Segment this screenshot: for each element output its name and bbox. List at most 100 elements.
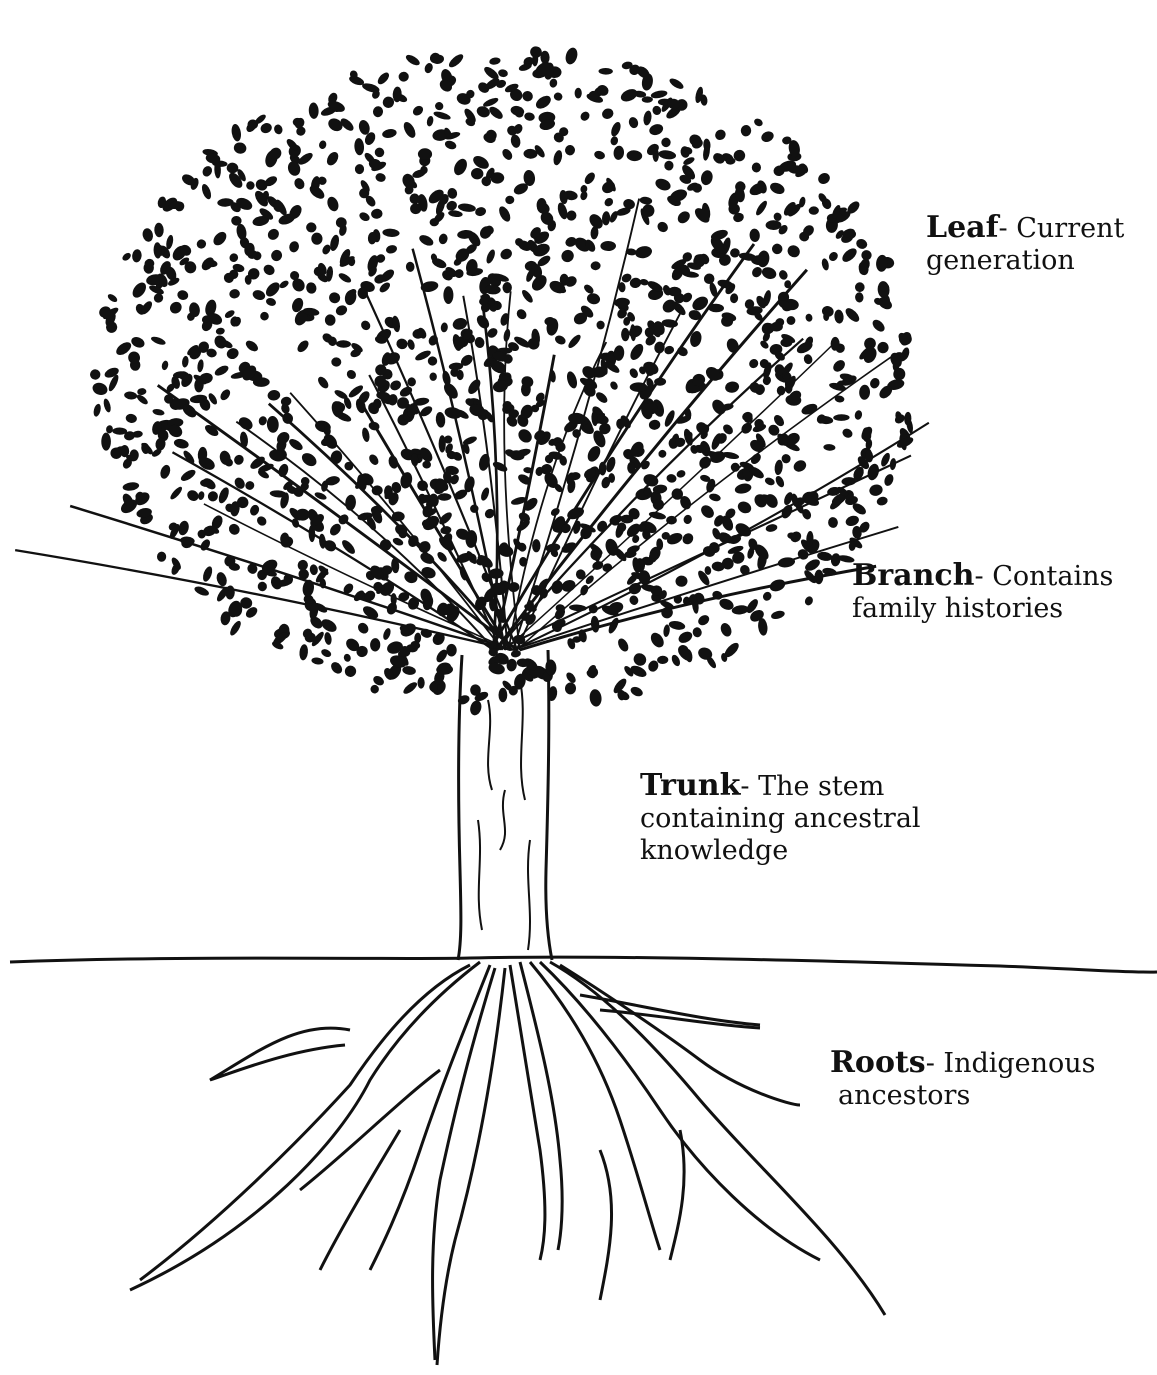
leaf-blob	[648, 510, 666, 520]
leaf-blob	[232, 453, 245, 467]
leaf-blob	[610, 135, 620, 146]
leaf-blob	[176, 289, 189, 301]
leaf-blob	[161, 360, 169, 371]
leaf-blob	[439, 435, 446, 452]
leaf-blob	[255, 514, 268, 527]
foliage	[88, 44, 915, 717]
leaf-blob	[266, 416, 279, 434]
leaf-blob	[354, 138, 365, 156]
leaf-blob	[324, 632, 333, 646]
leaf-blob	[260, 312, 269, 321]
leaf-blob	[457, 202, 476, 212]
leaf-blob	[729, 247, 740, 258]
leaf-blob	[629, 685, 644, 698]
leaf-blob	[702, 271, 717, 286]
leaf-blob	[92, 403, 102, 417]
leaf-blob	[855, 292, 864, 303]
leaf-blob	[834, 309, 845, 324]
leaf-blob	[448, 210, 463, 218]
leaf-blob	[648, 419, 661, 430]
leaf-blob	[169, 485, 184, 501]
leaf-blob	[631, 651, 649, 669]
leaf-blob	[609, 121, 622, 138]
leaf-desc-line1: - Current	[999, 213, 1125, 244]
leaf-blob	[520, 89, 535, 103]
leaf-blob	[228, 619, 243, 637]
branch-desc-line2: family histories	[852, 593, 1063, 624]
branch-desc-line1: - Contains	[975, 561, 1114, 592]
leaf-blob	[125, 413, 138, 424]
leaf-blob	[713, 127, 728, 142]
leaf-blob	[736, 499, 753, 515]
leaf-blob	[564, 235, 578, 248]
leaf-blob	[579, 110, 592, 123]
branch-term: Branch	[852, 558, 975, 593]
leaf-blob	[173, 438, 190, 450]
trunk-desc-line3: knowledge	[640, 835, 788, 866]
leaf-blob	[497, 205, 513, 224]
leaf-blob	[373, 146, 386, 159]
leaf-blob	[181, 356, 189, 368]
leaf-blob	[411, 104, 425, 118]
leaf-blob	[244, 338, 260, 353]
leaf-blob	[534, 93, 554, 111]
leaf-blob	[630, 382, 648, 392]
leaf-blob	[372, 106, 383, 118]
leaf-blob	[101, 433, 111, 451]
leaf-blob	[248, 503, 260, 516]
leaf-blob	[660, 136, 672, 148]
leaf-blob	[777, 556, 796, 568]
leaf-blob	[299, 644, 309, 661]
leaf-blob	[124, 391, 138, 400]
roots-desc-line1: - Indigenous	[926, 1048, 1096, 1079]
leaf-blob	[565, 370, 579, 389]
leaf-blob	[102, 398, 112, 413]
leaf-blob	[311, 657, 324, 665]
leaf-blob	[213, 364, 230, 378]
leaf-blob	[343, 653, 352, 663]
leaf-blob	[564, 682, 576, 695]
leaf-blob	[479, 486, 490, 501]
leaf-blob	[259, 121, 273, 134]
leaf-blob	[651, 105, 662, 116]
leaf-blob	[768, 577, 787, 593]
leaf-blob	[195, 238, 208, 251]
leaf-blob	[574, 568, 587, 581]
leaf-blob	[675, 575, 688, 588]
leaf-blob	[803, 595, 814, 607]
leaf-blob	[524, 112, 536, 122]
leaf-blob	[489, 57, 501, 66]
leaf-blob	[211, 229, 229, 247]
leaf-blob	[597, 321, 605, 330]
leaf-blob	[642, 96, 653, 103]
leaf-blob	[553, 334, 567, 346]
leaf-blob	[359, 319, 372, 332]
leaf-blob	[316, 375, 330, 390]
leaf-blob	[569, 604, 587, 612]
leaf-blob	[398, 71, 409, 82]
leaf-blob	[471, 153, 491, 171]
leaf-blob	[730, 293, 739, 304]
leaf-blob	[337, 271, 352, 284]
leaf-blob	[320, 648, 333, 659]
leaf-blob	[367, 453, 380, 467]
leaf-blob	[808, 206, 819, 215]
leaf-blob	[579, 190, 588, 201]
leaf-blob	[273, 124, 284, 136]
leaf-blob	[193, 585, 210, 598]
leaf-blob	[760, 129, 776, 143]
leaf-blob	[741, 125, 752, 137]
leaf-blob	[575, 88, 582, 99]
leaf-blob	[792, 458, 809, 474]
leaf-blob	[766, 220, 782, 230]
leaf-blob	[876, 341, 890, 355]
leaf-blob	[485, 248, 497, 264]
leaf-blob	[676, 469, 687, 479]
leaf-blob	[437, 493, 451, 501]
leaf-blob	[376, 71, 391, 87]
leaf-blob	[680, 531, 695, 546]
leaf-blob	[634, 245, 653, 260]
leaf-blob	[343, 663, 359, 679]
leaf-blob	[500, 147, 514, 162]
